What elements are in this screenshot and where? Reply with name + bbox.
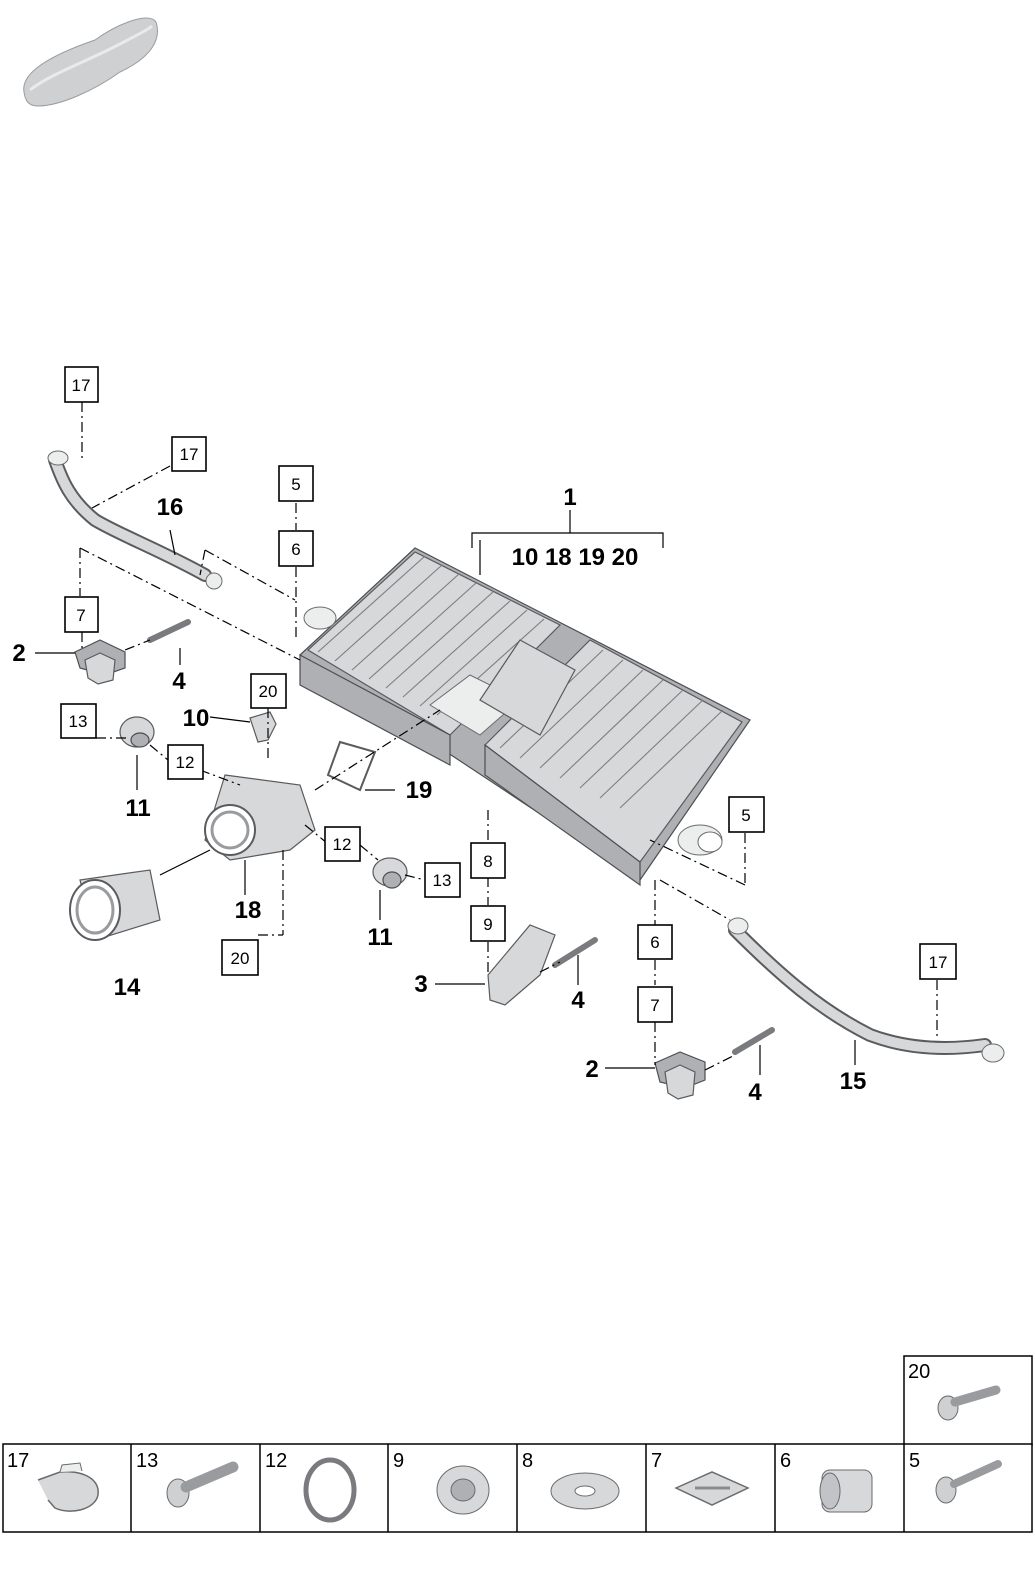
- svg-text:20: 20: [259, 682, 278, 701]
- svg-text:8: 8: [483, 852, 492, 871]
- callout-13: 13: [424, 862, 461, 898]
- label-2: 2: [12, 640, 25, 667]
- group-bracket: [471, 510, 664, 575]
- legend-number: 9: [393, 1450, 404, 1472]
- callout-6: 6: [637, 924, 673, 960]
- leader-lines: [35, 402, 938, 1075]
- svg-text:13: 13: [69, 712, 88, 731]
- label-11: 11: [367, 924, 392, 951]
- callout-5: 5: [728, 796, 765, 833]
- callout-12: 12: [167, 744, 204, 780]
- label-1: 1: [563, 484, 576, 511]
- svg-text:7: 7: [76, 606, 85, 625]
- bracket-3: [487, 924, 556, 1006]
- legend-icon-clip-7: [674, 1471, 750, 1506]
- callout-8: 8: [470, 842, 506, 879]
- legend-icon-bolt-20: [937, 1385, 1001, 1421]
- sensor-10: [249, 711, 277, 743]
- label-3: 3: [414, 971, 427, 998]
- svg-text:12: 12: [333, 835, 352, 854]
- label-4: 4: [571, 987, 585, 1014]
- callout-7: 7: [64, 596, 99, 633]
- callout-20: 20: [221, 939, 259, 976]
- legend-number: 6: [780, 1450, 791, 1472]
- svg-text:20: 20: [231, 949, 250, 968]
- svg-text:9: 9: [483, 915, 492, 934]
- callout-5: 5: [278, 465, 314, 502]
- legend-number: 7: [651, 1450, 662, 1472]
- callout-20: 20: [250, 673, 287, 709]
- svg-text:6: 6: [291, 540, 300, 559]
- bracket-2-upper: [74, 639, 126, 685]
- parts-legend: 20 17 13 12 9 8 7 6 5: [2, 1355, 1033, 1533]
- label-14: 14: [114, 974, 141, 1001]
- label-18: 18: [235, 897, 262, 924]
- gasket-19: [326, 740, 377, 792]
- bolt-4-upper: [147, 619, 191, 643]
- vehicle-thumbnail: [23, 17, 158, 107]
- svg-text:6: 6: [650, 933, 659, 952]
- legend-number: 12: [265, 1450, 287, 1472]
- hose-16: [47, 450, 223, 590]
- bolt-4-lower: [732, 1027, 775, 1055]
- svg-text:17: 17: [929, 953, 948, 972]
- valve-11-left: [119, 716, 155, 748]
- callout-17: 17: [171, 436, 207, 472]
- callout-7: 7: [637, 986, 673, 1023]
- callout-13: 13: [60, 703, 97, 739]
- valve-11-right: [372, 857, 408, 889]
- hose-14: [69, 869, 161, 941]
- label-1-subitems: 10 18 19 20: [512, 544, 639, 571]
- svg-text:13: 13: [433, 871, 452, 890]
- label-16: 16: [157, 494, 184, 521]
- svg-text:17: 17: [72, 376, 91, 395]
- legend-icon-washer-8: [550, 1472, 620, 1510]
- legend-icon-bushing-6: [819, 1469, 873, 1513]
- bolt-4-middle: [552, 937, 598, 968]
- svg-text:12: 12: [176, 753, 195, 772]
- callout-17: 17: [64, 366, 99, 403]
- legend-icon-gasket-12: [303, 1457, 357, 1523]
- svg-text:5: 5: [741, 806, 750, 825]
- throttle-housing-18: [204, 774, 316, 861]
- label-4: 4: [172, 668, 186, 695]
- svg-text:5: 5: [291, 475, 300, 494]
- legend-number: 17: [7, 1450, 29, 1472]
- label-10: 10: [183, 705, 210, 732]
- legend-number: 13: [136, 1450, 158, 1472]
- legend-icon-grommet-9: [436, 1465, 490, 1515]
- callout-9: 9: [470, 905, 506, 942]
- legend-icon-clamp-17: [37, 1462, 99, 1512]
- bracket-2-lower: [654, 1051, 706, 1100]
- label-19: 19: [406, 777, 433, 804]
- callout-12: 12: [324, 826, 361, 862]
- label-2: 2: [585, 1056, 598, 1083]
- label-4: 4: [748, 1079, 762, 1106]
- legend-icon-bolt-5: [935, 1460, 1002, 1504]
- legend-number: 5: [909, 1450, 920, 1472]
- callout-6: 6: [278, 530, 314, 567]
- svg-text:7: 7: [650, 996, 659, 1015]
- svg-text:17: 17: [180, 445, 199, 464]
- label-15: 15: [840, 1068, 867, 1095]
- legend-icon-bolt-13: [166, 1461, 239, 1508]
- hose-15: [727, 917, 1005, 1063]
- legend-top-number: 20: [908, 1361, 930, 1383]
- callout-17: 17: [919, 943, 957, 980]
- intercooler: [299, 547, 751, 887]
- legend-number: 8: [522, 1450, 533, 1472]
- label-11: 11: [125, 795, 150, 822]
